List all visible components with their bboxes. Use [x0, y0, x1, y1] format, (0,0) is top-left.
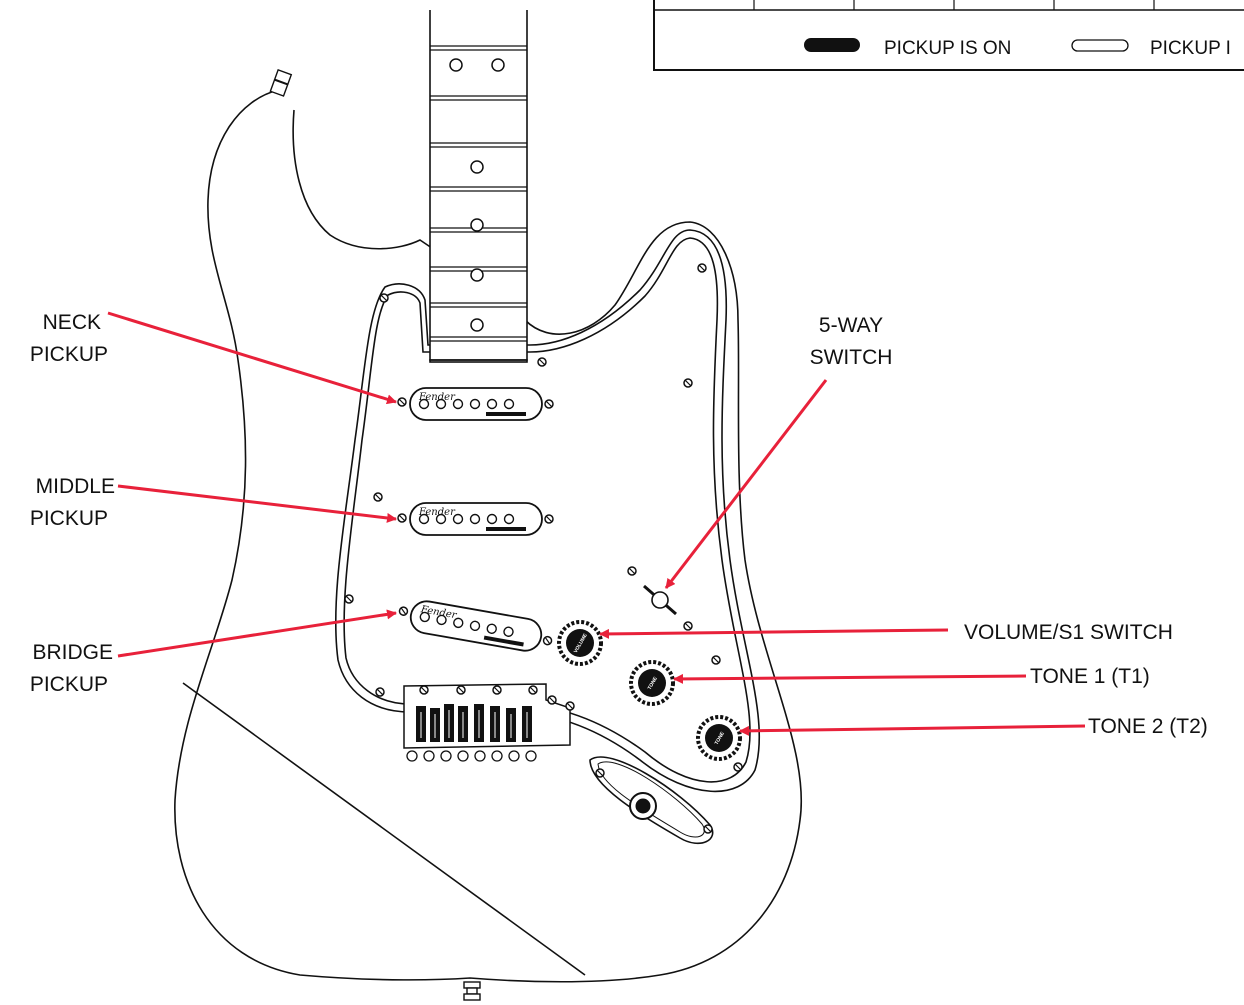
- label-volume: VOLUME/S1 SWITCH: [964, 621, 1173, 644]
- legend-off-label: PICKUP I: [1150, 38, 1231, 59]
- pickup-off-swatch: [1071, 39, 1129, 52]
- output-jack: [589, 756, 714, 844]
- label-middle-pickup-line1: MIDDLE: [36, 475, 115, 498]
- label-bridge-pickup-line2: PICKUP: [30, 673, 108, 696]
- volume-knob: VOLUME: [557, 620, 603, 666]
- arrow-neck-pickup: [107, 311, 397, 405]
- tone1-knob: TONE: [629, 660, 675, 706]
- strap-button-bottom: [463, 981, 481, 1001]
- guitar-neck: [429, 10, 528, 363]
- five-way-switch: [643, 584, 677, 616]
- label-middle-pickup-line2: PICKUP: [30, 507, 108, 530]
- pickup-on-swatch: [804, 38, 860, 52]
- arrow-tone2: [739, 724, 1086, 736]
- callout-arrows: [107, 311, 1086, 736]
- label-neck-pickup-line1: NECK: [43, 311, 101, 334]
- arrow-middle-pickup: [117, 484, 397, 523]
- arrow-tone1: [673, 673, 1027, 684]
- label-bridge-pickup-line1: BRIDGE: [32, 641, 113, 664]
- legend-on-label: PICKUP IS ON: [884, 38, 1011, 59]
- middle-pickup: Fender: [397, 502, 554, 536]
- neck-pickup-logo: Fender: [418, 392, 456, 403]
- guitar-body: [174, 89, 802, 983]
- label-tone2: TONE 2 (T2): [1088, 715, 1208, 738]
- strap-button-top: [269, 69, 293, 97]
- arrow-volume: [599, 628, 949, 639]
- arrow-bridge-pickup: [117, 609, 397, 658]
- label-neck-pickup-line2: PICKUP: [30, 343, 108, 366]
- fretboard: [430, 45, 527, 342]
- fret-markers: [449, 58, 505, 332]
- tremolo-bridge: [403, 683, 575, 762]
- label-five-way-line1: 5-WAY: [819, 314, 883, 337]
- legend-table: PICKUP IS ON PICKUP I: [653, 0, 1244, 71]
- callout-labels: NECK PICKUP MIDDLE PICKUP BRIDGE PICKUP …: [30, 311, 1208, 738]
- tone2-knob: TONE: [696, 715, 742, 761]
- label-tone1: TONE 1 (T1): [1030, 665, 1150, 688]
- middle-pickup-logo: Fender: [418, 507, 456, 518]
- neck-pickup: Fender: [397, 387, 554, 421]
- arrow-five-way-switch: [664, 379, 828, 589]
- label-five-way-line2: SWITCH: [810, 346, 893, 369]
- bridge-pickup: Fender: [398, 600, 553, 652]
